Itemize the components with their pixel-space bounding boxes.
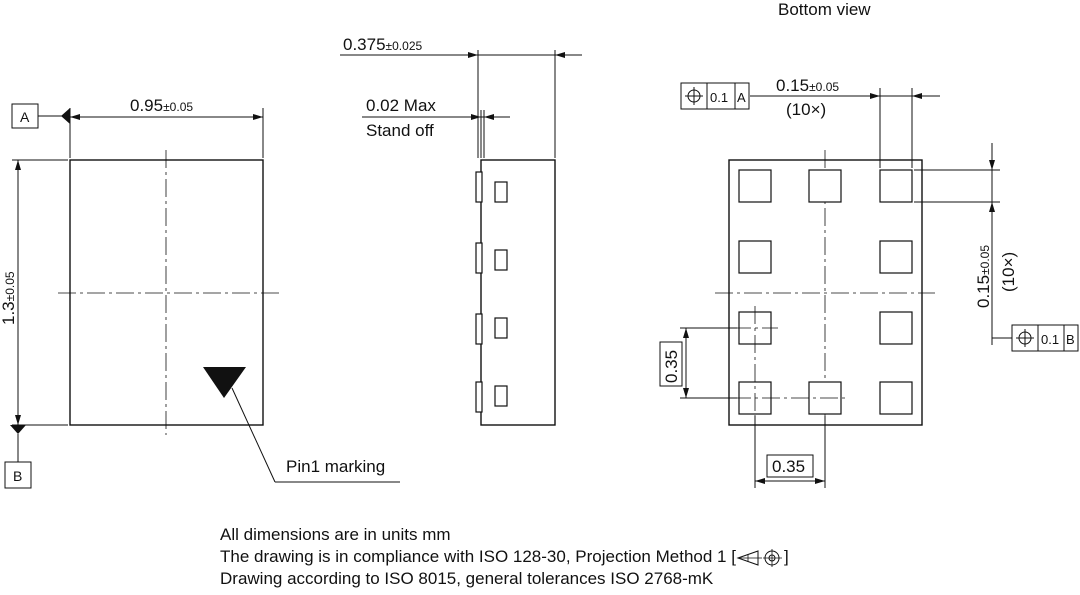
side-terminal-4 xyxy=(475,381,483,413)
side-view: 0.375±0.025 0.02 Max Stand off xyxy=(340,35,582,426)
standoff-label: Stand off xyxy=(366,121,434,140)
height-arrow-top xyxy=(15,160,21,170)
side-terminal-1 xyxy=(475,171,483,203)
side-terminal-2 xyxy=(475,242,483,274)
top-view: Pin1 marking 0.95±0.05 A 1.3±0.05 B xyxy=(0,96,400,489)
drawing-notes: All dimensions are in units mm The drawi… xyxy=(220,524,789,590)
side-window-1 xyxy=(494,181,508,203)
pitchh-label: 0.35 xyxy=(772,457,805,476)
fcf-b: 0.1 B xyxy=(1011,324,1079,352)
position-tolerance-icon xyxy=(685,87,703,105)
thickness-label: 0.375±0.025 xyxy=(343,35,422,54)
pin1-label: Pin1 marking xyxy=(286,457,385,476)
side-window-4 xyxy=(494,385,508,407)
note-standards: Drawing according to ISO 8015, general t… xyxy=(220,569,714,588)
datum-a-label: A xyxy=(20,109,30,125)
pad-r1c1 xyxy=(738,169,772,203)
bottom-view-outline xyxy=(728,159,923,426)
padw-arrow-left xyxy=(870,93,880,99)
note-projection-close: ] xyxy=(783,547,789,566)
side-window-3 xyxy=(494,317,508,339)
width-arrow-right xyxy=(253,114,263,120)
pitchv-label: 0.35 xyxy=(662,350,681,383)
pitchv-box xyxy=(659,341,683,387)
first-angle-projection-icon xyxy=(736,548,782,567)
padh-arrow-bottom xyxy=(989,202,995,212)
width-label: 0.95±0.05 xyxy=(130,96,193,115)
pad-r4c3 xyxy=(879,381,913,415)
pad-r1c3 xyxy=(879,169,913,203)
fcf-a-reference: A xyxy=(737,90,746,105)
standoff-value: 0.02 Max xyxy=(366,96,436,115)
datum-b-triangle xyxy=(10,425,26,434)
padw-label: 0.15±0.05 xyxy=(776,76,839,95)
datum-b-label: B xyxy=(13,468,22,484)
fcf-a: 0.1 A xyxy=(680,82,750,110)
pitchh-arrow-right xyxy=(815,478,825,484)
datum-b-box xyxy=(4,461,32,489)
pin1-leader xyxy=(231,387,276,483)
fcf-b-tolerance: 0.1 xyxy=(1041,332,1059,347)
width-arrow-left xyxy=(70,114,80,120)
thickness-arrow-left xyxy=(468,52,478,58)
bottom-view: Bottom view 0.15±0.05 (10×) xyxy=(659,0,1079,488)
padh-label: 0.15±0.05 xyxy=(974,245,993,308)
pad-r2c3 xyxy=(879,240,913,274)
note-units: All dimensions are in units mm xyxy=(220,525,451,544)
thickness-arrow-right xyxy=(555,52,565,58)
pitchv-arrow-bottom xyxy=(683,388,689,398)
bottom-view-title: Bottom view xyxy=(778,0,871,19)
pitchh-box xyxy=(766,454,814,478)
pin1-marker xyxy=(203,367,246,398)
padw-count: (10×) xyxy=(786,100,826,119)
pitchv-arrow-top xyxy=(683,328,689,338)
position-tolerance-icon xyxy=(1016,329,1034,347)
pitchh-arrow-left xyxy=(755,478,765,484)
side-view-body xyxy=(480,159,556,426)
height-label: 1.3±0.05 xyxy=(0,271,18,325)
datum-a-triangle xyxy=(61,108,70,124)
fcf-a-tolerance: 0.1 xyxy=(710,90,728,105)
padw-arrow-right xyxy=(912,93,922,99)
side-window-2 xyxy=(494,249,508,271)
note-projection: The drawing is in compliance with ISO 12… xyxy=(220,546,789,568)
standoff-arrow-left xyxy=(471,114,481,120)
padh-arrow-top xyxy=(989,160,995,170)
top-view-outline xyxy=(69,159,264,426)
height-arrow-bottom xyxy=(15,415,21,425)
side-terminal-3 xyxy=(475,313,483,345)
pad-r2c1 xyxy=(738,240,772,274)
pad-r1c2 xyxy=(808,169,842,203)
padh-count: (10×) xyxy=(999,252,1018,292)
fcf-b-reference: B xyxy=(1066,332,1075,347)
pad-r3c3 xyxy=(879,311,913,345)
standoff-arrow-right xyxy=(484,114,494,120)
note-projection-text: The drawing is in compliance with ISO 12… xyxy=(220,547,736,566)
